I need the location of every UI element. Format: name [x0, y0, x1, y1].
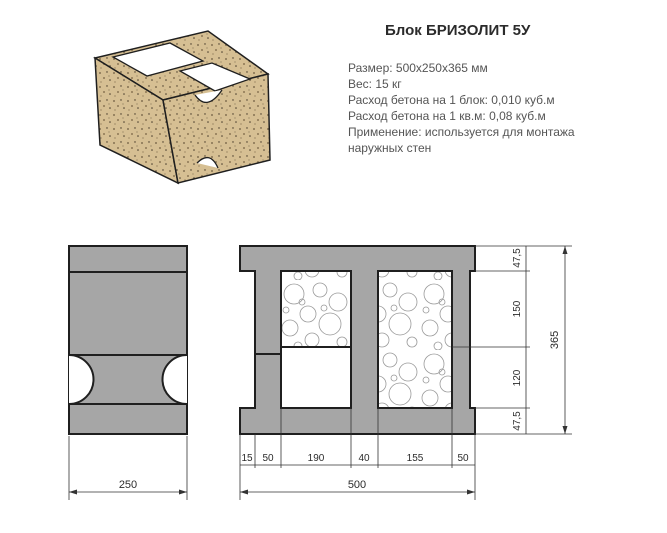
spec-weight: Вес: 15 кг	[348, 77, 402, 91]
side-width-label: 250	[119, 479, 137, 491]
right-dimension-lines	[452, 245, 572, 435]
dim-15: 15	[241, 453, 253, 464]
dim-47-5-top: 47,5	[512, 248, 523, 268]
bottom-dimension-lines	[239, 408, 476, 500]
spec-usage-cont: наружных стен	[348, 141, 432, 155]
spec-usage: Применение: используется для монтажа	[348, 125, 575, 139]
side-view	[68, 245, 188, 435]
dim-150: 150	[512, 300, 523, 317]
total-length-label: 500	[348, 479, 366, 491]
spec-size: Размер: 500х250х365 мм	[348, 61, 488, 75]
dim-120: 120	[512, 369, 523, 386]
spec-concrete-per-m2: Расход бетона на 1 кв.м: 0,08 куб.м	[348, 109, 546, 123]
dim-50-left: 50	[262, 453, 274, 464]
total-height-label: 365	[549, 331, 561, 349]
block-title: Блок БРИЗОЛИТ 5У	[385, 22, 531, 39]
spec-list: Размер: 500х250х365 мм Вес: 15 кг Расход…	[348, 60, 575, 156]
dim-40: 40	[358, 453, 370, 464]
cavity-left-filled	[280, 270, 352, 348]
block-isometric-illustration	[93, 30, 271, 185]
top-view	[239, 245, 476, 435]
cavity-left-empty	[280, 346, 352, 409]
dim-155: 155	[407, 453, 424, 464]
dim-190: 190	[308, 453, 325, 464]
spec-concrete-per-block: Расход бетона на 1 блок: 0,010 куб.м	[348, 93, 555, 107]
cavity-right-filled	[377, 270, 453, 409]
dim-50-right: 50	[457, 453, 469, 464]
dim-47-5-bottom: 47,5	[512, 411, 523, 431]
side-width-dimension	[68, 436, 188, 500]
